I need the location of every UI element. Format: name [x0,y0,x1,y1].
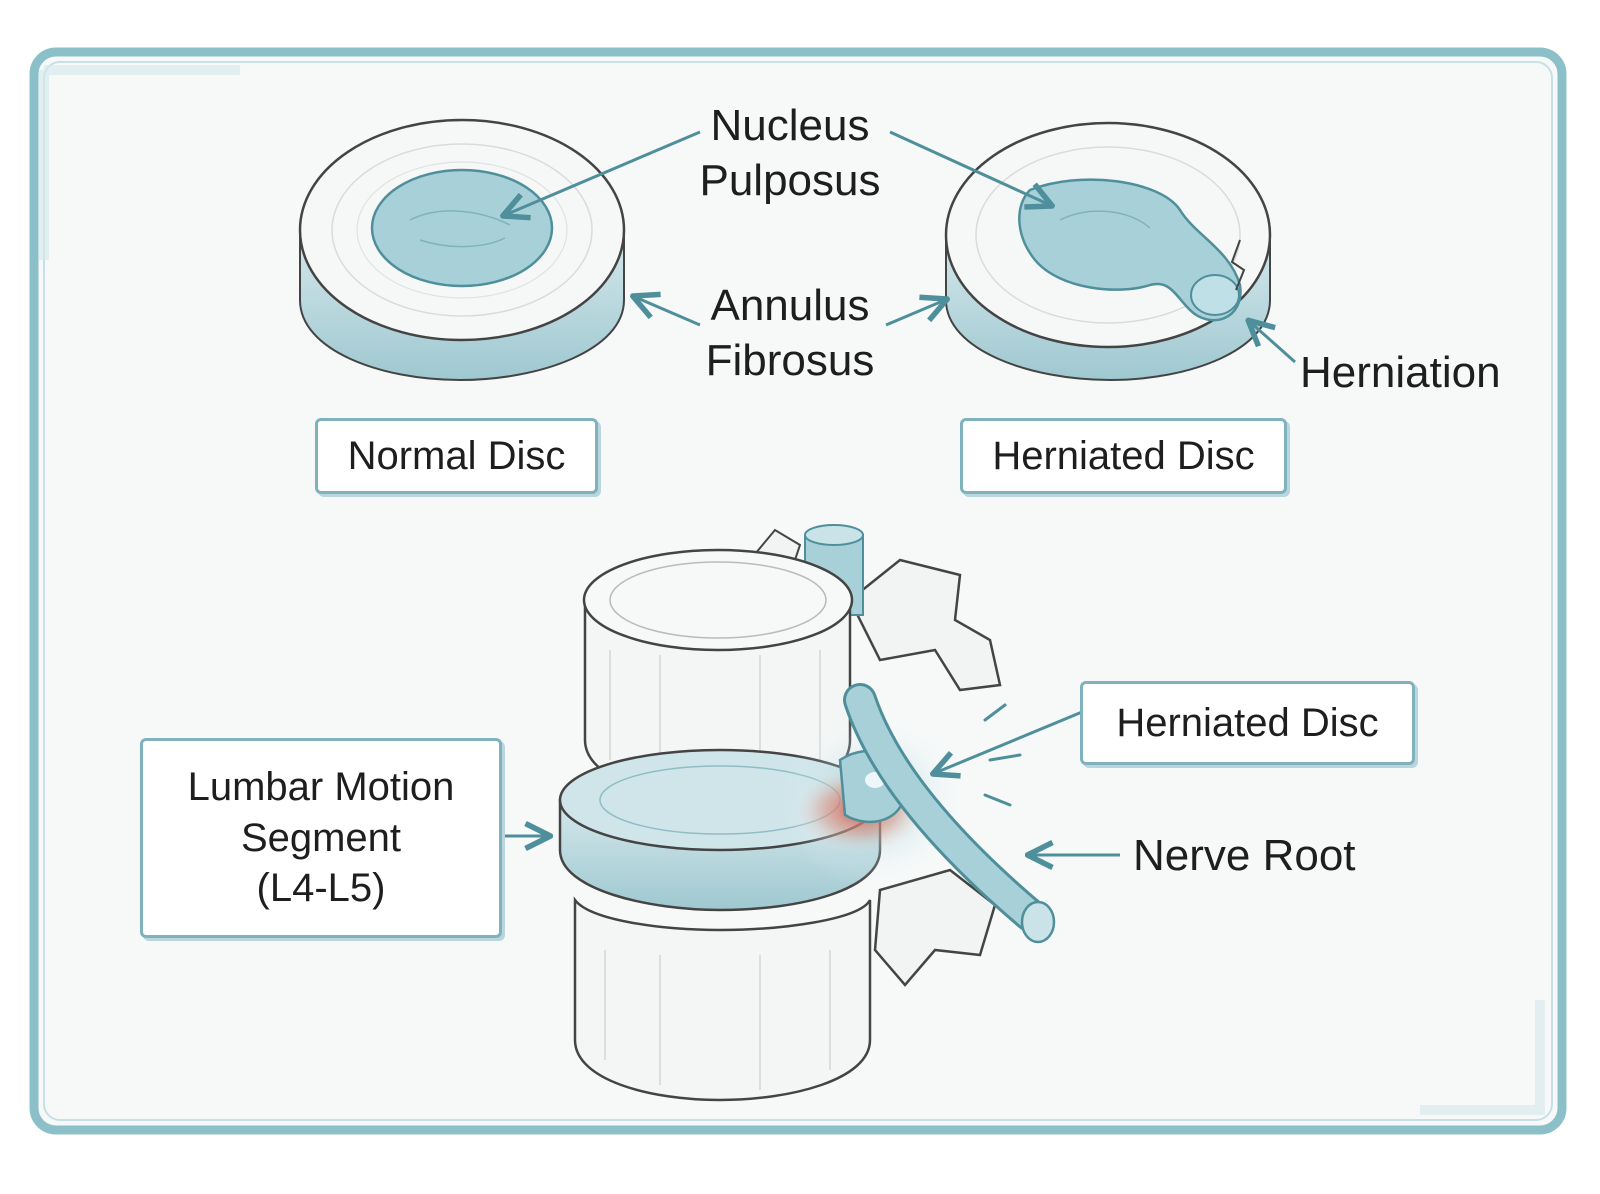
box-herniated-disc-bottom: Herniated Disc [1080,681,1415,765]
herniated-disc-bottom-label: Herniated Disc [1116,700,1379,745]
lumbar-line-1: Lumbar Motion [187,764,455,809]
annulus-line-1: Annulus [710,281,870,330]
box-lumbar-motion-segment: Lumbar Motion Segment (L4-L5) [140,738,502,938]
normal-disc-illustration [298,118,626,382]
label-nucleus-pulposus: Nucleus Pulposus [690,98,890,208]
nucleus-line-1: Nucleus [710,101,870,150]
lumbar-line-2: Segment [240,815,402,860]
box-normal-disc: Normal Disc [315,418,598,494]
normal-disc-label: Normal Disc [347,433,566,478]
arrow-annulus-left [635,297,701,327]
label-nerve-root: Nerve Root [1133,831,1356,880]
arrow-herniation [1250,322,1296,364]
label-annulus-fibrosus: Annulus Fibrosus [690,278,890,388]
herniated-disc-illustration [944,121,1272,382]
arrow-annulus-right [885,300,945,327]
arrow-nucleus-right [889,130,1050,205]
arrow-herniated-disc [935,710,1083,773]
box-herniated-disc-top: Herniated Disc [960,418,1287,494]
lumbar-line-3: (L4-L5) [256,866,386,911]
lumbar-segment-illustration [558,524,1056,1102]
herniated-disc-top-label: Herniated Disc [992,433,1255,478]
label-herniation: Herniation [1300,348,1501,397]
arrow-nucleus-left [505,130,701,215]
nucleus-line-2: Pulposus [699,156,881,205]
annulus-line-2: Fibrosus [705,336,875,385]
